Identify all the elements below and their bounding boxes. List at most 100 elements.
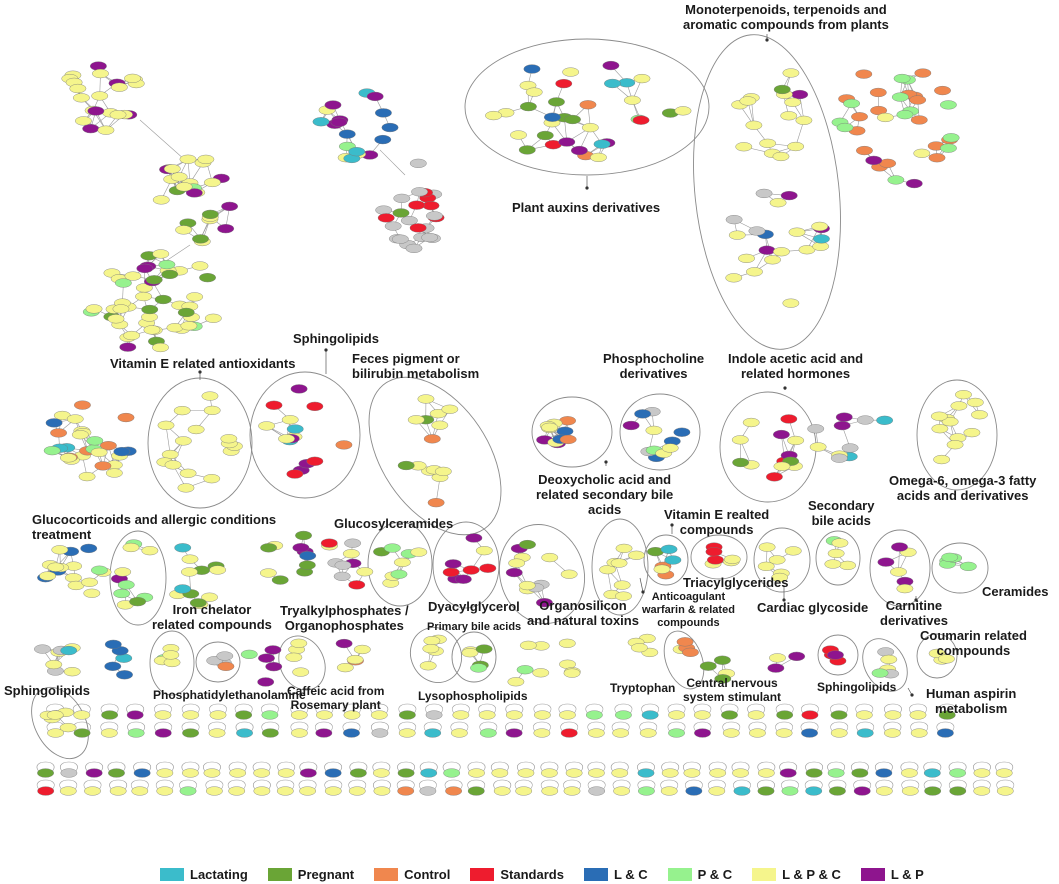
network-node [409,223,427,233]
cluster-outline [464,38,710,176]
cluster-outline [249,371,361,499]
network-node [174,436,192,446]
network-node [427,498,445,508]
network-node [683,768,701,778]
cluster-outline [815,530,861,586]
network-node [725,273,743,283]
cluster-outline [862,638,908,692]
network-node [479,728,497,738]
network-node [135,291,152,302]
network-node [766,472,783,482]
network-node [532,668,550,678]
network-node [615,591,632,601]
pointer-dot [670,523,674,527]
network-node [564,114,581,125]
network-node [174,584,192,594]
network-node [201,391,219,401]
network-node [410,547,428,557]
network-node [780,190,798,201]
network-node [801,728,818,738]
network-node [122,542,140,553]
network-node [113,588,131,599]
network-node [348,147,366,157]
network-node [91,565,108,575]
network-node [393,557,411,567]
network-node [795,115,813,125]
legend-item-l-p-c: L & P & C [752,867,841,882]
label-anticoagulant: Anticoagulant warfarin & related compoun… [642,591,735,629]
network-node [520,101,537,112]
network-node [179,154,197,164]
network-node [653,564,671,574]
network-node [64,573,82,583]
network-node [104,661,122,671]
network-node [271,575,289,585]
network-node [201,209,219,219]
network-node [201,592,218,602]
network-node [938,654,955,664]
network-node [441,404,459,414]
network-node [143,325,161,335]
network-node [694,728,711,738]
network-node [560,728,578,738]
network-node [265,400,283,410]
network-node [82,124,100,134]
network-node [541,552,559,563]
network-node [81,577,98,587]
network-node [880,654,898,665]
network-node [839,560,857,571]
network-node [450,728,468,738]
network-node [185,188,203,198]
network-node [772,151,790,162]
network-node [829,786,846,796]
label-secondary-bile: Secondary bile acids [808,498,875,528]
network-node [349,768,367,778]
network-node [933,454,951,465]
network-node [685,786,703,796]
label-tryptophan: Tryptophan [610,681,676,695]
network-node [558,638,576,648]
network-node [505,567,523,578]
network-node [887,175,905,185]
network-node [641,710,659,720]
network-node [276,786,294,796]
network-node [638,786,655,796]
network-node [805,786,823,796]
network-node [622,420,640,431]
network-node [59,722,77,733]
network-node [735,142,753,152]
network-node [768,555,786,565]
network-node [295,530,312,541]
network-node [884,728,901,738]
network-node [714,674,732,684]
network-node [877,647,895,657]
network-node [261,710,279,720]
cluster-outline [451,631,497,683]
legend-swatch [583,867,608,881]
network-node [479,563,497,573]
network-node [758,542,776,552]
label-omega: Omega-6, omega-3 fatty acids and derivat… [889,473,1037,503]
cluster-outline [817,634,859,676]
legend-item-pregnant: Pregnant [267,867,354,882]
network-node [191,261,209,271]
network-node [290,638,308,648]
network-node [114,278,132,288]
network-node [253,768,271,778]
network-node [240,649,258,659]
network-node [220,434,238,444]
label-primary-bile: Primary bile acids [427,621,522,633]
network-node [949,768,966,778]
network-node [344,538,362,548]
network-node [292,543,310,553]
network-node [732,457,750,468]
network-node [769,198,787,208]
legend-label: Control [404,866,451,882]
network-node [390,569,408,579]
network-node [426,211,443,221]
network-node [261,728,279,738]
legend-item-standards: Standards [470,867,564,882]
network-node [373,786,391,796]
network-node [668,728,685,738]
network-node [393,193,411,203]
